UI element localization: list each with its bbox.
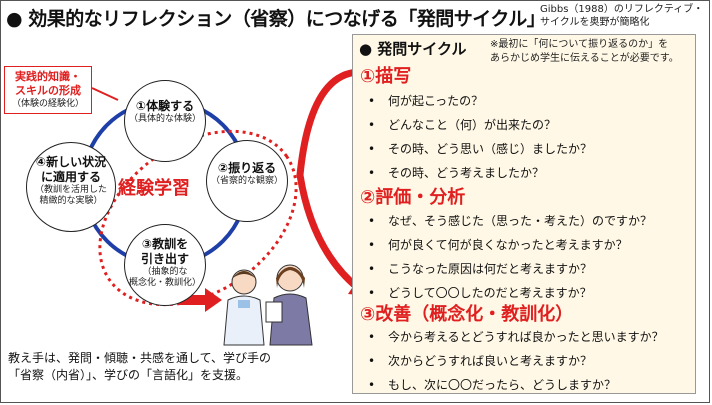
question-item: •今から考えるとどうすれば良かったと思いますか？ xyxy=(368,330,664,344)
cycle-note: ※最初に「何について振り返るのか」を あらかじめ学生に伝えることが必要です。 xyxy=(490,38,679,66)
question-item: •なぜ、そう感じた（思った・考えた）のですか？ xyxy=(368,214,653,228)
question-item: •何が良くて何が良くなかったと考えますか？ xyxy=(368,238,628,252)
teacher-text-line: 「省察（内省）」、学びの「言語化」を支援。 xyxy=(8,368,249,382)
question-item: •もし、次に〇〇だったら、どうしますか？ xyxy=(368,378,617,392)
section-description-title: ①描写 xyxy=(360,66,412,87)
arrow-to-description xyxy=(296,68,362,179)
node-sub: （具体的な体験） xyxy=(128,114,201,124)
question-item: •どうして〇〇したのだと考えますか？ xyxy=(368,286,592,300)
node-experience: ①体験する （具体的な体験） xyxy=(124,80,206,162)
node-title: 引き出す xyxy=(140,252,189,266)
section-evaluation-title: ②評価・分析 xyxy=(360,187,466,208)
node-sub: 概念化・教訓化） xyxy=(128,278,201,288)
node-sub: 精緻的な実験） xyxy=(39,196,103,206)
questioning-cycle-heading: ● 発問サイクル xyxy=(359,40,467,58)
page-title: ● 効果的なリフレクション（省察）につなげる「発問サイクル」 xyxy=(6,8,546,30)
node-sub: （省察的な観察） xyxy=(210,176,283,186)
gibbs-line: Gibbs（1988）のリフレクティブ・ xyxy=(540,4,704,15)
node-apply: ④新しい状況 に適用する （教訓を活用した 精緻的な実験） xyxy=(26,142,116,232)
section-improvement-title: ③改善（概念化・教訓化） xyxy=(360,304,574,325)
node-sub: （抽象的な xyxy=(142,267,188,277)
questioning-cycle-panel xyxy=(352,34,696,394)
question-item: •何が起こったの？ xyxy=(368,94,484,108)
node-title: ②振り返る xyxy=(217,161,277,175)
teacher-support-text: 教え手は、発問・傾聴・共感を通して、学び手の 「省察（内省）」、学びの「言語化」… xyxy=(8,350,271,384)
gibbs-citation: Gibbs（1988）のリフレクティブ・ サイクルを奥野が簡略化 xyxy=(540,3,703,29)
knowledge-arrow xyxy=(91,87,119,101)
node-title: ①体験する xyxy=(135,99,195,113)
node-conceptualize: ③教訓を 引き出す （抽象的な 概念化・教訓化） xyxy=(124,224,206,306)
practical-knowledge-box: 実践的知識・ スキルの形成 （体験の経験化） xyxy=(4,66,92,114)
node-sub: （教訓を活用した xyxy=(34,185,107,195)
reflection-ellipse xyxy=(98,129,298,307)
node-title: ④新しい状況 xyxy=(35,155,107,169)
question-item: •その時、どう思い（感じ）ましたか？ xyxy=(368,142,593,156)
experiential-learning-label: 経験学習 xyxy=(118,178,190,199)
question-item: •どんなこと（何）が出来たの？ xyxy=(368,118,557,132)
question-item: •次からどうすれば良いと考えますか？ xyxy=(368,354,593,368)
cycle-note-line: ※最初に「何について振り返るのか」を xyxy=(490,39,669,50)
cycle-note-line: あらかじめ学生に伝えることが必要です。 xyxy=(490,53,679,64)
people-illustration xyxy=(223,264,313,346)
arrow-to-improvement xyxy=(296,171,362,292)
arrow-to-people xyxy=(180,288,222,312)
node-title: に適用する xyxy=(40,170,101,184)
question-item: •その時、どう考えましたか？ xyxy=(368,166,545,180)
question-item: •こうなった原因は何だと考えますか？ xyxy=(368,262,593,276)
practical-knowledge-title: スキルの形成 xyxy=(15,84,81,97)
node-reflect: ②振り返る （省察的な観察） xyxy=(206,140,288,222)
practical-knowledge-title: 実践的知識・ xyxy=(15,70,81,83)
teacher-text-line: 教え手は、発問・傾聴・共感を通して、学び手の xyxy=(8,351,272,365)
node-title: ③教訓を xyxy=(141,237,189,251)
gibbs-line: サイクルを奥野が簡略化 xyxy=(540,17,650,28)
practical-knowledge-sub: （体験の経験化） xyxy=(11,99,84,109)
